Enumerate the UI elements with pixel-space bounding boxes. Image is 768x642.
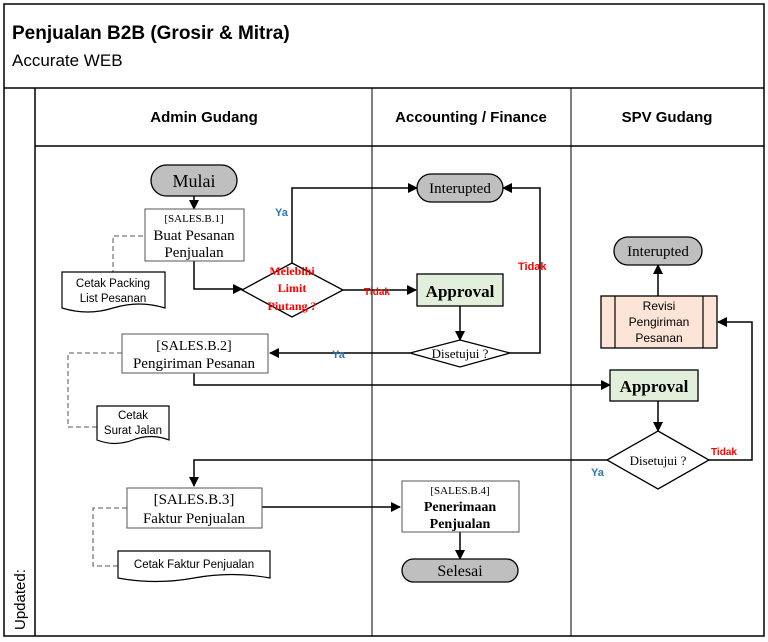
edge-label-ya-2: Ya bbox=[332, 349, 346, 361]
decision-disetujui-accounting bbox=[407, 339, 513, 368]
end-label: Selesai bbox=[437, 563, 483, 580]
connectors bbox=[189, 183, 753, 560]
b1-code: [SALES.B.1] bbox=[164, 213, 223, 225]
suratjalan-line1: Cetak bbox=[118, 410, 148, 422]
process-sales-b2 bbox=[121, 333, 269, 374]
link-b2-suratjalan bbox=[67, 352, 122, 428]
edge-label-tidak-2: Tidak bbox=[518, 261, 547, 273]
edge-disetujui-interupted bbox=[502, 183, 541, 354]
interupted-2-label: Interupted bbox=[627, 244, 689, 260]
lane-header-admin-gudang: Admin Gudang bbox=[150, 109, 258, 126]
edge-label-tidak-1: Tidak bbox=[364, 287, 390, 298]
limit-line2: Limit bbox=[278, 281, 307, 295]
process-sales-b4 bbox=[401, 480, 520, 533]
suratjalan-line2: Surat Jalan bbox=[104, 425, 162, 437]
page-title: Penjualan B2B (Grosir & Mitra) bbox=[12, 23, 290, 44]
edge-disetujui2-revisi bbox=[709, 317, 753, 461]
interupted-1-label: Interupted bbox=[429, 181, 491, 197]
process-revisi-pengiriman bbox=[600, 295, 718, 349]
revisi-line3: Pesanan bbox=[635, 331, 682, 345]
faktur-doc-label: Cetak Faktur Penjualan bbox=[134, 559, 254, 571]
edge-disetujui2-b3 bbox=[189, 459, 607, 487]
edge-b1-limit bbox=[193, 261, 243, 294]
document-surat-jalan bbox=[96, 405, 170, 445]
lane-header-accounting: Accounting / Finance bbox=[395, 109, 547, 126]
approval-1-label: Approval bbox=[426, 282, 495, 301]
document-links bbox=[67, 235, 143, 567]
process-sales-b1 bbox=[144, 208, 245, 262]
revisi-line1: Revisi bbox=[643, 299, 676, 313]
limit-line3: Piutang ? bbox=[267, 299, 316, 313]
edge-limit-interupted bbox=[291, 183, 418, 263]
packing-line2: List Pesanan bbox=[80, 293, 147, 305]
b1-label-line1: Buat Pesanan bbox=[153, 228, 235, 244]
interupted-terminal-2 bbox=[613, 236, 703, 266]
document-packing-list bbox=[61, 271, 166, 313]
process-sales-b3 bbox=[126, 487, 263, 529]
b4-code: [SALES.B.4] bbox=[430, 485, 489, 497]
edge-label-tidak-3: Tidak bbox=[711, 447, 737, 458]
b1-label-line2: Penjualan bbox=[164, 245, 224, 261]
packing-line1: Cetak Packing bbox=[76, 278, 150, 290]
b4-line1: Penerimaan bbox=[424, 500, 497, 515]
decision-limit-piutang bbox=[240, 262, 345, 318]
document-faktur-penjualan bbox=[117, 550, 271, 583]
disetujui-1-label: Disetujui ? bbox=[432, 346, 489, 361]
page-subtitle: Accurate WEB bbox=[12, 51, 123, 70]
b4-line2: Penjualan bbox=[430, 517, 491, 532]
end-terminal bbox=[401, 558, 519, 583]
edge-b2-approval2 bbox=[193, 373, 611, 390]
b3-code: [SALES.B.3] bbox=[154, 492, 235, 508]
b3-label: Faktur Penjualan bbox=[143, 511, 246, 527]
updated-label: Updated: bbox=[12, 569, 29, 630]
decision-disetujui-spv bbox=[605, 430, 711, 490]
approval-2-label: Approval bbox=[620, 377, 689, 396]
revisi-line2: Pengiriman bbox=[629, 315, 690, 329]
lane-header-spv-gudang: SPV Gudang bbox=[622, 109, 713, 126]
interupted-terminal-1 bbox=[416, 173, 504, 203]
disetujui-2-label: Disetujui ? bbox=[630, 453, 687, 468]
start-label: Mulai bbox=[173, 171, 216, 191]
edge-label-ya-3: Ya bbox=[591, 467, 605, 479]
start-terminal bbox=[150, 164, 238, 197]
b2-label: Pengiriman Pesanan bbox=[133, 356, 256, 372]
limit-line1: Melebihi bbox=[269, 264, 315, 278]
link-b3-faktur bbox=[92, 507, 127, 567]
approval-spv bbox=[609, 369, 699, 402]
link-b1-packing bbox=[112, 235, 143, 272]
b2-code: [SALES.B.2] bbox=[156, 339, 231, 354]
approval-accounting bbox=[416, 273, 504, 307]
edge-label-ya-1: Ya bbox=[275, 207, 289, 219]
